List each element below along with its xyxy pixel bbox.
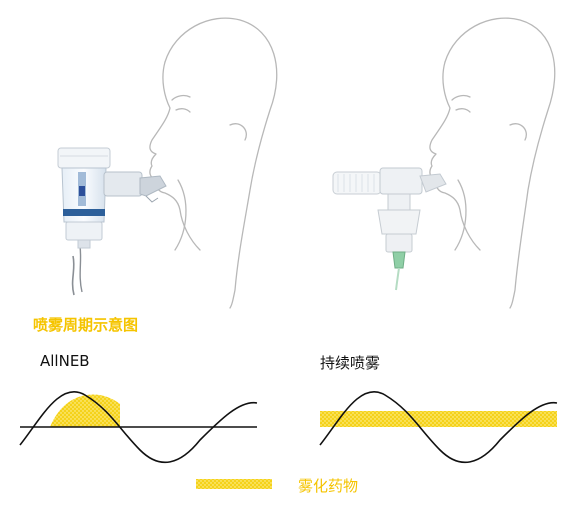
waveform-allneb	[19, 391, 258, 464]
label-continuous: 持续喷雾	[320, 354, 381, 372]
aerosol-band	[320, 411, 557, 427]
waveform-continuous	[319, 391, 558, 464]
section-title: 喷雾周期示意图	[33, 316, 139, 334]
legend-label: 雾化药物	[298, 477, 359, 495]
face-outline-left	[149, 17, 278, 309]
nebulizer-device-right	[332, 167, 447, 291]
nebulizer-device-left	[57, 147, 167, 296]
legend-swatch	[196, 479, 272, 489]
face-outline-right	[429, 17, 556, 309]
label-allneb: AllNEB	[40, 352, 90, 370]
aerosol-burst	[50, 394, 120, 427]
breath-wave	[319, 391, 558, 464]
breath-wave	[19, 391, 258, 464]
